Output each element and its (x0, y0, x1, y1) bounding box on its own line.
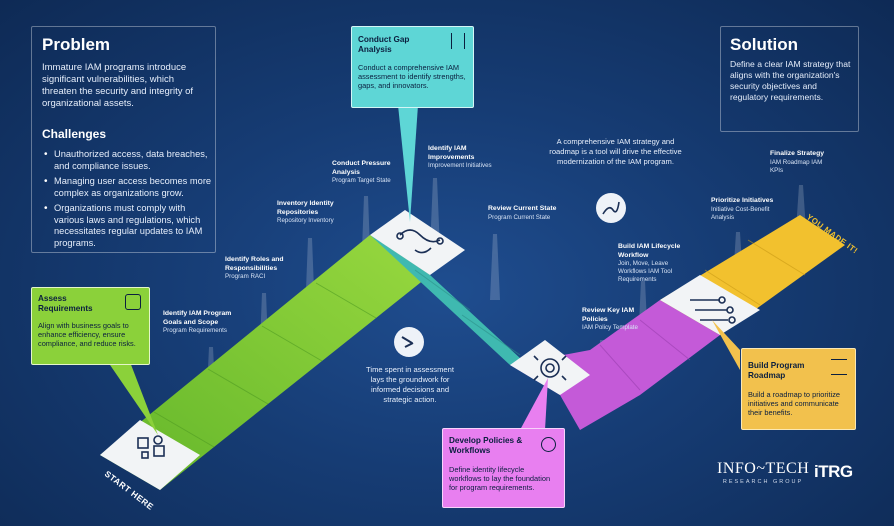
assess-requirements-callout: Assess Requirements Align with business … (31, 287, 150, 365)
step-label: Review Current State Program Current Sta… (488, 205, 557, 221)
tile-gap (370, 210, 465, 275)
step-label: Identify IAM Program Goals and Scope Pro… (163, 310, 232, 334)
gap-title: Conduct Gap Analysis (358, 35, 410, 54)
info-tech-logo: INFO~TECH RESEARCH GROUP (717, 460, 809, 485)
qr-scan-icon (137, 435, 165, 459)
assess-title: Assess Requirements (38, 294, 93, 313)
tile-policies (510, 340, 590, 395)
road-teal (370, 235, 560, 395)
step-label: Identify Roles and Responsibilities Prog… (225, 256, 284, 280)
step-label: Prioritize Initiatives Initiative Cost-B… (711, 197, 774, 221)
gap-text: Conduct a comprehensive IAM assessment t… (358, 63, 466, 90)
footprints-icon (394, 327, 424, 357)
roadmap-timeline-icon (831, 359, 847, 375)
roadmap-title: Build Program Roadmap (748, 361, 805, 380)
solution-text: Define a clear IAM strategy that aligns … (730, 59, 851, 102)
timeline-icon (690, 296, 736, 324)
problem-text: Immature IAM programs introduce signific… (42, 62, 194, 109)
roadmap-pointer (712, 320, 740, 370)
strategy-note: A comprehensive IAM strategy and roadmap… (549, 137, 682, 166)
assess-text: Align with business goals to enhance eff… (38, 321, 136, 348)
policies-title: Develop Policies & Workflows (449, 436, 523, 455)
pen-path-icon (451, 33, 465, 49)
assessment-note: Time spent in assessment lays the ground… (366, 365, 454, 404)
path-route-icon (396, 229, 444, 254)
route-map-icon (596, 193, 626, 223)
step-label: Review Key IAM Policies IAM Policy Templ… (582, 307, 638, 331)
step-label: Inventory Identity Repositories Reposito… (277, 200, 334, 224)
policies-pointer (520, 378, 548, 430)
program-roadmap-callout: Build Program Roadmap Build a roadmap to… (741, 348, 856, 430)
problem-panel: Problem Immature IAM programs introduce … (31, 26, 216, 253)
road-purple (510, 300, 720, 430)
step-label: Build IAM Lifecycle Workflow Join, Move,… (618, 243, 681, 283)
cycle-gear-icon (541, 437, 556, 452)
challenges-list: Unauthorized access, data breaches, and … (42, 149, 214, 253)
policies-text: Define identity lifecycle workflows to l… (449, 465, 551, 492)
gear-cycle-icon (533, 355, 567, 381)
challenge-item: Managing user access becomes more comple… (44, 176, 214, 199)
itrg-logo: iTRG (814, 462, 853, 481)
step-label: Conduct Pressure Analysis Program Target… (332, 160, 391, 184)
logo-sub: RESEARCH GROUP (722, 479, 804, 485)
tile-start (100, 420, 200, 490)
challenge-item: Organizations must comply with various l… (44, 203, 214, 249)
gear-network-icon (125, 294, 141, 310)
road-green (100, 235, 430, 490)
gap-pointer (398, 105, 418, 222)
roadmap-text: Build a roadmap to prioritize initiative… (748, 390, 841, 417)
solution-title: Solution (730, 35, 798, 54)
challenges-title: Challenges (42, 127, 107, 141)
step-label: Finalize Strategy IAM Roadmap IAM KPIs (770, 150, 825, 174)
challenge-item: Unauthorized access, data breaches, and … (44, 149, 214, 172)
problem-title: Problem (42, 35, 111, 54)
policies-callout: Develop Policies & Workflows Define iden… (442, 428, 565, 508)
gap-analysis-callout: Conduct Gap Analysis Conduct a comprehen… (351, 26, 474, 108)
logo-name: INFO~TECH (717, 460, 810, 477)
step-label: Identify IAM Improvements Improvement In… (428, 145, 492, 169)
assess-pointer (108, 362, 158, 435)
solution-panel: Solution Define a clear IAM strategy tha… (720, 26, 859, 132)
